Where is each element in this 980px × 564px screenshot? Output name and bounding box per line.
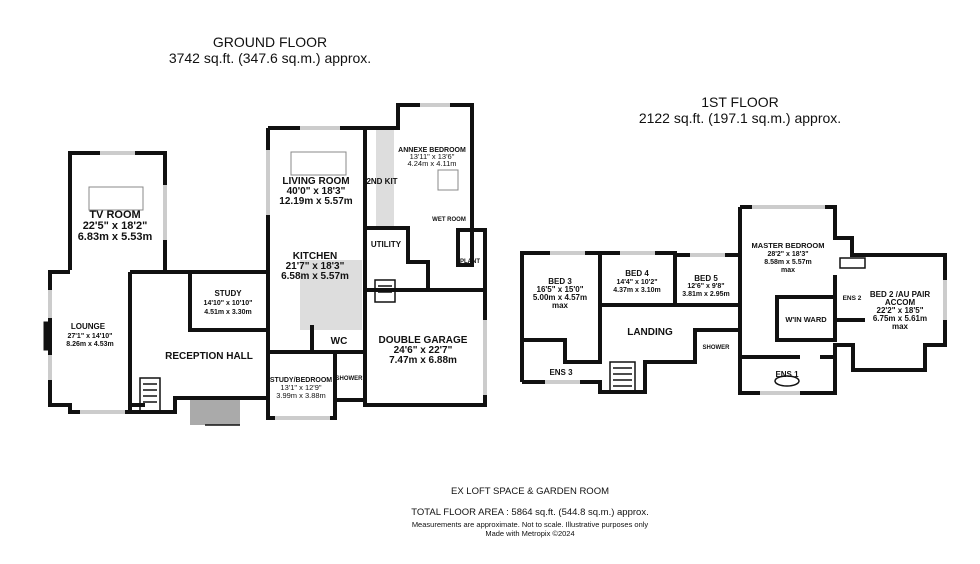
first-floor-labels: BED 3 16'5" x 15'0" 5.00m x 4.57m max BE… — [533, 241, 931, 379]
lounge-label: LOUNGE — [71, 322, 106, 331]
annexe-bedroom-label: ANNEXE BEDROOM — [398, 147, 466, 154]
ens3-label: ENS 3 — [549, 368, 573, 377]
bed5-label: BED 5 — [694, 274, 718, 283]
plant-label: PLANT — [460, 259, 480, 265]
double-garage-label: DOUBLE GARAGE — [379, 335, 468, 346]
ens1-label: ENS 1 — [775, 370, 799, 379]
living-room-metric: 12.19m x 5.57m — [279, 196, 352, 207]
wc-label: WC — [331, 336, 348, 347]
master-bedroom-imperial: 28'2" x 18'3" — [767, 251, 808, 258]
tv-room-metric: 6.83m x 5.53m — [78, 231, 153, 243]
study-imperial: 14'10" x 10'10" — [204, 300, 253, 307]
ground-floor-title: GROUND FLOOR — [213, 34, 327, 50]
master-bedroom-label: MASTER BEDROOM — [752, 241, 825, 250]
bed2-label: BED 2 /AU PAIR — [870, 290, 931, 299]
kitchen-metric: 6.58m x 5.57m — [281, 271, 349, 282]
master-bedroom-metric: 8.58m x 5.57m — [764, 259, 811, 266]
bed2-note: max — [892, 322, 909, 331]
study-bedroom-metric: 3.99m x 3.88m — [276, 391, 326, 400]
study-metric: 4.51m x 3.30m — [204, 309, 251, 316]
double-garage-metric: 7.47m x 6.88m — [389, 355, 457, 366]
double-garage-imperial: 24'6" x 22'7" — [394, 345, 453, 356]
walk-in-wardrobe-label: W'IN WARD — [785, 315, 827, 324]
kitchen-imperial: 21'7" x 18'3" — [286, 261, 345, 272]
bed4-label: BED 4 — [625, 269, 649, 278]
bed3-imperial: 16'5" x 15'0" — [537, 285, 584, 294]
ground-floor-area: 3742 sq.ft. (347.6 sq.m.) approx. — [169, 50, 371, 66]
bed5-metric: 3.81m x 2.95m — [682, 291, 729, 298]
ground-floor-labels: TV ROOM 22'5" x 18'2" 6.83m x 5.53m LOUN… — [66, 147, 480, 400]
bed3-metric: 5.00m x 4.57m — [533, 293, 587, 302]
ens2-label: ENS 2 — [843, 295, 862, 302]
credit: Made with Metropix ©2024 — [485, 529, 574, 538]
first-shower-label: SHOWER — [703, 345, 731, 351]
landing-label: LANDING — [627, 327, 673, 338]
first-floor-title: 1ST FLOOR — [701, 94, 779, 110]
lounge-imperial: 27'1" x 14'10" — [67, 333, 112, 340]
study-bedroom-imperial: 13'1" x 12'9" — [280, 383, 321, 392]
living-room-imperial: 40'0" x 18'3" — [287, 186, 346, 197]
bed2-label-line2: ACCOM — [885, 298, 916, 307]
disclaimer: Measurements are approximate. Not to sca… — [412, 520, 649, 529]
bed3-note: max — [552, 301, 569, 310]
study-label: STUDY — [214, 289, 242, 298]
first-floor-area: 2122 sq.ft. (197.1 sq.m.) approx. — [639, 110, 841, 126]
bed2-metric: 6.75m x 5.61m — [873, 314, 927, 323]
bed4-imperial: 14'4" x 10'2" — [616, 279, 657, 286]
kitchen-label: KITCHEN — [293, 251, 337, 262]
living-room-label: LIVING ROOM — [282, 176, 349, 187]
tv-room-imperial: 22'5" x 18'2" — [83, 220, 148, 232]
study-bedroom-label: STUDY/BEDROOM — [270, 377, 332, 384]
first-floor-plan — [520, 205, 947, 395]
utility-label: UTILITY — [371, 240, 402, 249]
bed2-imperial: 22'2" x 18'5" — [877, 306, 924, 315]
lounge-metric: 8.26m x 4.53m — [66, 341, 113, 348]
wet-room-label: WET ROOM — [432, 217, 466, 223]
tv-room-label: TV ROOM — [89, 209, 140, 221]
bed3-label: BED 3 — [548, 277, 572, 286]
ex-loft-note: EX LOFT SPACE & GARDEN ROOM — [451, 486, 609, 497]
reception-hall-label: RECEPTION HALL — [165, 351, 253, 362]
annexe-bedroom-metric: 4.24m x 4.11m — [407, 159, 456, 168]
total-floor-area: TOTAL FLOOR AREA : 5864 sq.ft. (544.8 sq… — [411, 507, 648, 518]
annexe-bedroom-imperial: 13'11" x 13'6" — [410, 152, 455, 161]
bed4-metric: 4.37m x 3.10m — [613, 287, 660, 294]
bed5-imperial: 12'6" x 9'8" — [687, 283, 724, 290]
master-bedroom-note: max — [781, 267, 795, 274]
ground-shower-label: SHOWER — [336, 376, 364, 382]
ground-floor-plan — [43, 103, 487, 426]
second-kitchen-label: 2ND KIT — [366, 177, 397, 186]
